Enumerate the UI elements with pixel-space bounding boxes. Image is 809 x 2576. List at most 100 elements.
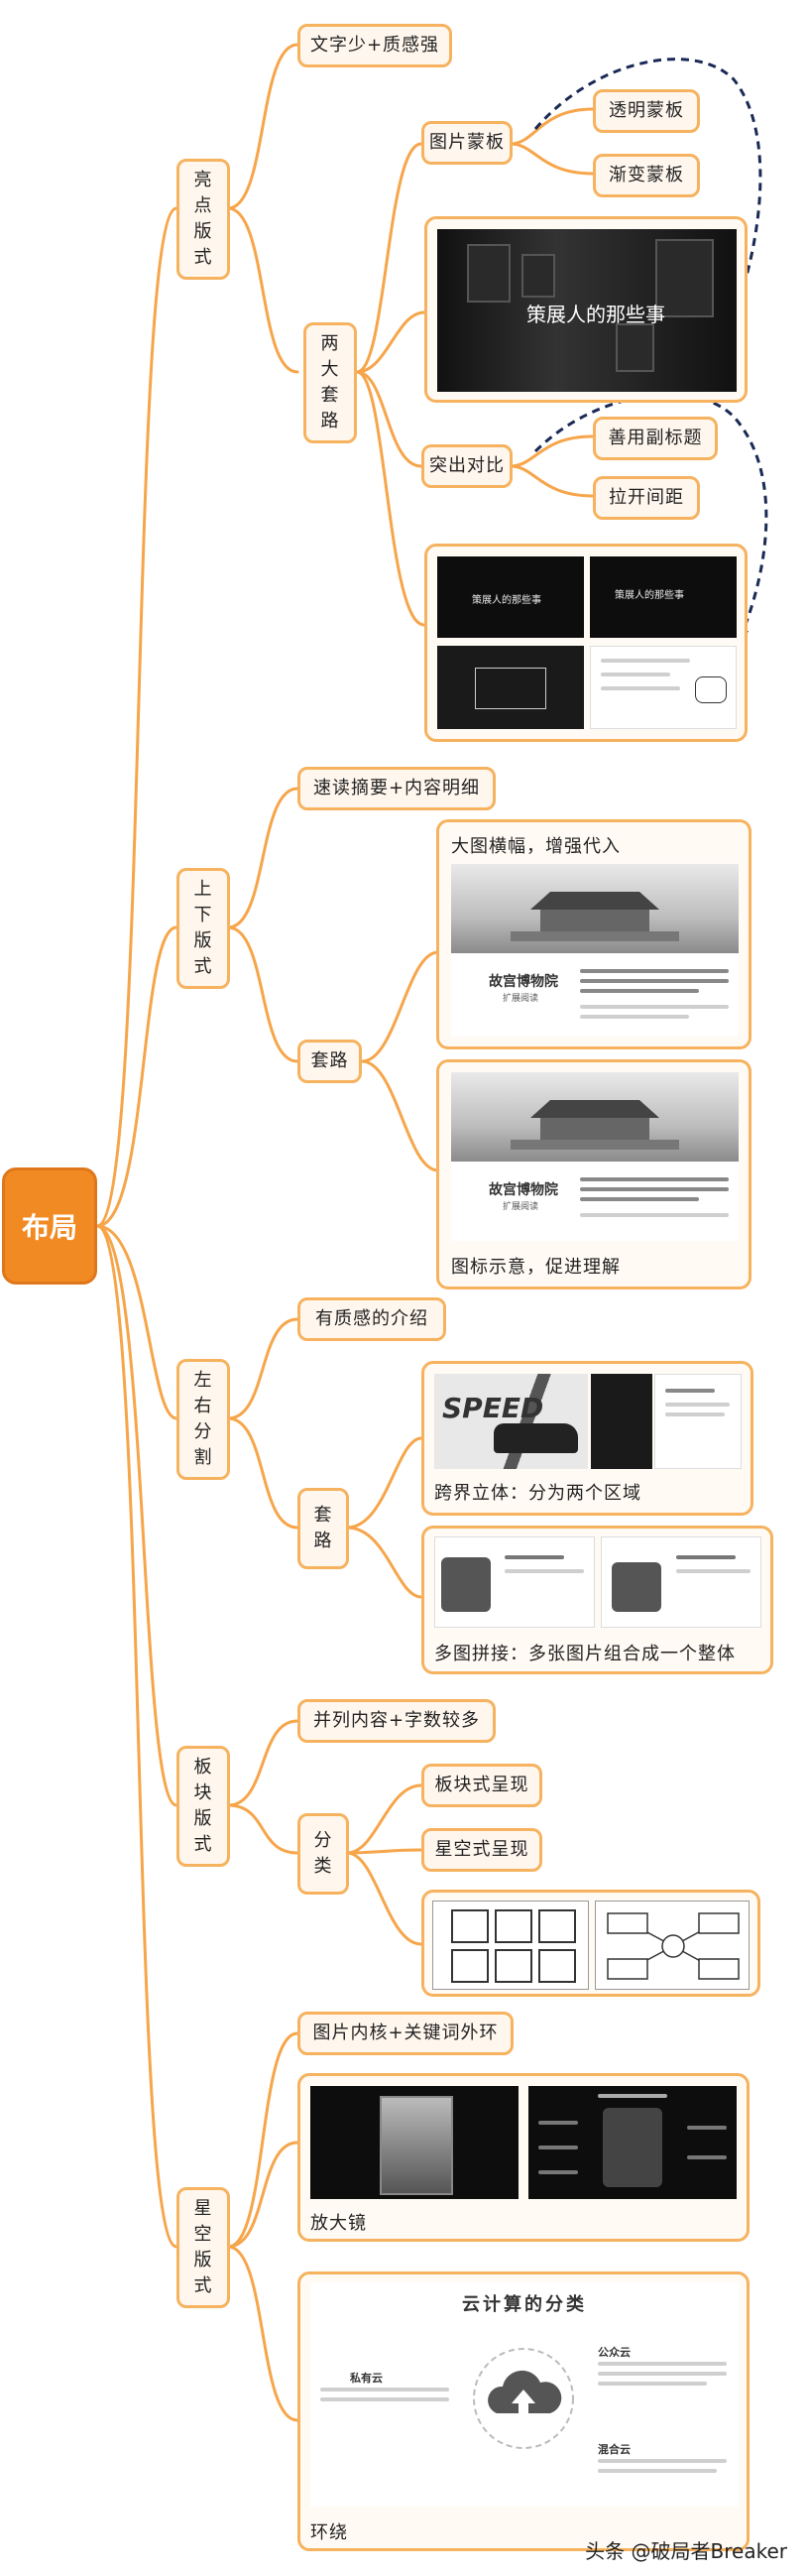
node-mask-transparent[interactable]: 透明蒙板 bbox=[593, 89, 700, 133]
athlete-image bbox=[380, 2096, 453, 2195]
card-shangxia-2[interactable]: 故宫博物院 扩展阅读 图标示意，促进理解 bbox=[436, 1059, 751, 1289]
card-bankuai-example[interactable] bbox=[421, 1890, 760, 1997]
text-line bbox=[598, 2459, 727, 2463]
node-bankuai-sub[interactable]: 分类 bbox=[297, 1813, 349, 1895]
vertical-char: 板 bbox=[193, 1756, 213, 1778]
star-layout-icon bbox=[607, 1912, 740, 1980]
branch-shangxia-label: 上下版式 bbox=[194, 877, 213, 980]
card-xingkong-2[interactable]: 云计算的分类 私有云 公众云 混合云 环绕 bbox=[297, 2271, 750, 2551]
card-shangxia-1[interactable]: 大图横幅，增强代入 故宫博物院 扩展阅读 bbox=[436, 819, 751, 1049]
shangxia-banner-1 bbox=[451, 864, 739, 953]
gallery-frame bbox=[521, 254, 555, 298]
contrast-example-2-text: 策展人的那些事 bbox=[615, 590, 684, 601]
text-line bbox=[665, 1412, 725, 1416]
node-mask[interactable]: 图片蒙板 bbox=[421, 121, 513, 165]
node-shangxia-intro-label: 速读摘要+内容明细 bbox=[312, 778, 481, 799]
node-xingkong-intro[interactable]: 图片内核+关键词外环 bbox=[297, 2012, 514, 2055]
node-bankuai-block[interactable]: 板块式呈现 bbox=[421, 1764, 542, 1807]
contrast-example-3 bbox=[437, 646, 584, 729]
vertical-char: 大 bbox=[320, 358, 340, 380]
gallery-frame bbox=[467, 244, 511, 303]
branch-bankuai[interactable]: 板块版式 bbox=[176, 1746, 230, 1867]
contrast-example-2: 策展人的那些事 bbox=[590, 556, 737, 638]
node-shangxia-sub[interactable]: 套路 bbox=[297, 1040, 362, 1083]
text-line bbox=[580, 969, 729, 973]
node-xingkong-intro-label: 图片内核+关键词外环 bbox=[312, 2023, 499, 2044]
cloud-upload-icon bbox=[473, 2348, 574, 2449]
zuoyou-1-right bbox=[654, 1374, 742, 1469]
branch-xingkong[interactable]: 星空版式 bbox=[176, 2187, 230, 2308]
node-contrast[interactable]: 突出对比 bbox=[421, 444, 513, 488]
vertical-char: 块 bbox=[193, 1781, 213, 1803]
card-zuoyou-1[interactable]: SPEED 跨界立体：分为两个区域 bbox=[421, 1361, 753, 1516]
root-node[interactable]: 布局 bbox=[2, 1167, 97, 1285]
node-bankuai-star[interactable]: 星空式呈现 bbox=[421, 1828, 542, 1872]
vertical-char: 路 bbox=[320, 411, 340, 432]
cloud-title: 云计算的分类 bbox=[462, 2294, 587, 2315]
node-contrast-spacing[interactable]: 拉开间距 bbox=[593, 476, 700, 520]
shangxia-banner-2 bbox=[451, 1072, 739, 1162]
node-contrast-subtitle-label: 善用副标题 bbox=[608, 428, 703, 449]
zuoyou-2-right bbox=[601, 1536, 761, 1628]
node-bankuai-intro[interactable]: 并列内容+字数较多 bbox=[297, 1699, 496, 1743]
branch-zuoyou-label: 左右分割 bbox=[194, 1368, 213, 1471]
mask-example-image: 策展人的那些事 bbox=[437, 229, 737, 392]
ui-highlight bbox=[695, 676, 727, 703]
grid-box bbox=[451, 1949, 489, 1983]
xingkong-2-slide: 云计算的分类 私有云 公众云 混合云 bbox=[310, 2282, 739, 2507]
vertical-char: 右 bbox=[193, 1395, 213, 1416]
car-shape bbox=[494, 1423, 578, 1453]
text-line bbox=[665, 1389, 715, 1393]
watermark: 头条 @破局者Breaker bbox=[585, 2539, 787, 2563]
card-mask-example[interactable]: 策展人的那些事 bbox=[424, 216, 748, 403]
node-liangdian-intro[interactable]: 文字少+质感强 bbox=[297, 24, 452, 67]
vertical-char: 路 bbox=[313, 1531, 333, 1551]
vertical-char: 点 bbox=[193, 194, 213, 216]
zuoyou-1-mid bbox=[591, 1374, 652, 1469]
cloud-label-private: 私有云 bbox=[350, 2372, 383, 2385]
vertical-char: 式 bbox=[193, 2275, 213, 2297]
node-contrast-spacing-label: 拉开间距 bbox=[609, 487, 684, 509]
node-zuoyou-sub-label: 套路 bbox=[314, 1503, 333, 1554]
text-line bbox=[580, 1015, 689, 1019]
branch-liangdian-label: 亮点版式 bbox=[194, 168, 213, 271]
vertical-char: 版 bbox=[193, 930, 213, 951]
vertical-char: 式 bbox=[193, 1834, 213, 1856]
node-zuoyou-sub[interactable]: 套路 bbox=[297, 1488, 349, 1569]
shangxia-2-subtitle: 扩展阅读 bbox=[503, 1202, 539, 1212]
branch-liangdian[interactable]: 亮点版式 bbox=[176, 159, 230, 280]
branch-zuoyou[interactable]: 左右分割 bbox=[176, 1359, 230, 1480]
card-xingkong-1[interactable]: 放大镜 bbox=[297, 2073, 750, 2242]
branch-shangxia[interactable]: 上下版式 bbox=[176, 868, 230, 989]
contrast-example-1-text: 策展人的那些事 bbox=[472, 595, 541, 606]
node-liangdian-sub[interactable]: 两大套路 bbox=[303, 322, 357, 443]
text-line bbox=[538, 2170, 578, 2174]
card-contrast-example[interactable]: 策展人的那些事 策展人的那些事 bbox=[424, 544, 748, 742]
text-line bbox=[538, 2121, 578, 2125]
node-bankuai-intro-label: 并列内容+字数较多 bbox=[312, 1710, 481, 1732]
node-contrast-subtitle[interactable]: 善用副标题 bbox=[593, 417, 718, 460]
bankuai-grid-example bbox=[432, 1901, 589, 1990]
text-line bbox=[598, 2362, 727, 2366]
zuoyou-2-left bbox=[434, 1536, 595, 1628]
node-mask-gradient[interactable]: 渐变蒙板 bbox=[593, 154, 700, 197]
shangxia-body-1: 故宫博物院 扩展阅读 bbox=[451, 953, 739, 1037]
node-shangxia-intro[interactable]: 速读摘要+内容明细 bbox=[297, 767, 496, 810]
vertical-char: 套 bbox=[313, 1504, 333, 1526]
node-mask-gradient-label: 渐变蒙板 bbox=[609, 165, 684, 186]
vertical-char: 布 bbox=[21, 1211, 50, 1244]
node-zuoyou-intro[interactable]: 有质感的介绍 bbox=[297, 1297, 446, 1341]
vertical-char: 套 bbox=[320, 385, 340, 406]
card-zuoyou-2[interactable]: 多图拼接：多张图片组合成一个整体 bbox=[421, 1526, 773, 1674]
vertical-char: 版 bbox=[193, 221, 213, 242]
node-contrast-label: 突出对比 bbox=[429, 455, 505, 477]
grid-box bbox=[495, 1909, 532, 1943]
card-zuoyou-1-caption: 跨界立体：分为两个区域 bbox=[434, 1483, 641, 1504]
mask-example-title: 策展人的那些事 bbox=[526, 303, 665, 326]
vertical-char: 星 bbox=[193, 2197, 213, 2219]
vertical-char: 左 bbox=[193, 1369, 213, 1391]
shangxia-1-subtitle: 扩展阅读 bbox=[503, 994, 539, 1004]
text-line bbox=[665, 1403, 730, 1407]
palace-icon bbox=[511, 892, 679, 941]
